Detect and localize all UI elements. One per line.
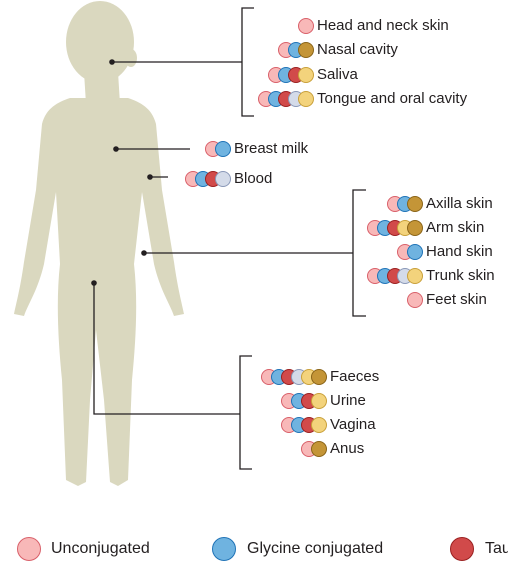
breast-marker	[113, 146, 119, 152]
conjugate-markers	[281, 417, 327, 433]
site-label: Axilla skin	[426, 195, 493, 213]
site-label: Urine	[330, 392, 366, 410]
legend-swatch-u	[17, 537, 41, 561]
site-label: Arm skin	[426, 219, 484, 237]
conjugate-markers	[407, 292, 423, 308]
conjugate-markers	[258, 91, 314, 107]
legend-label: Unconjugated	[51, 539, 150, 559]
conjugate-dot-y	[298, 91, 314, 107]
legend-swatch-t	[450, 537, 474, 561]
site-label: Nasal cavity	[317, 41, 398, 59]
conjugate-dot-g	[407, 244, 423, 260]
conjugate-dot-l	[215, 171, 231, 187]
conjugate-dot-u	[298, 18, 314, 34]
conjugate-dot-b	[311, 441, 327, 457]
conjugate-markers	[261, 369, 327, 385]
head-bracket	[242, 8, 254, 116]
conjugate-markers	[298, 18, 314, 34]
conjugate-markers	[301, 441, 327, 457]
human-silhouette	[14, 1, 184, 486]
skin-marker	[141, 250, 147, 256]
conjugate-markers	[205, 141, 231, 157]
conjugate-dot-u	[407, 292, 423, 308]
legend-label: Glycine conjugated	[247, 539, 383, 559]
site-label: Hand skin	[426, 243, 493, 261]
conjugate-markers	[367, 220, 423, 236]
conjugate-dot-y	[298, 67, 314, 83]
site-label: Blood	[234, 170, 272, 188]
site-label: Feet skin	[426, 291, 487, 309]
legend-swatch-g	[212, 537, 236, 561]
lower-marker	[91, 280, 97, 286]
conjugate-markers	[185, 171, 231, 187]
site-label: Saliva	[317, 66, 358, 84]
conjugate-dot-b	[311, 369, 327, 385]
conjugate-dot-y	[407, 268, 423, 284]
conjugate-dot-b	[407, 196, 423, 212]
site-label: Anus	[330, 440, 364, 458]
site-label: Trunk skin	[426, 267, 495, 285]
conjugate-markers	[367, 268, 423, 284]
blood-marker	[147, 174, 153, 180]
conjugate-markers	[387, 196, 423, 212]
conjugate-dot-y	[311, 393, 327, 409]
site-label: Breast milk	[234, 140, 308, 158]
conjugate-dot-y	[311, 417, 327, 433]
conjugate-markers	[278, 42, 314, 58]
lower-bracket	[240, 356, 252, 469]
site-label: Tongue and oral cavity	[317, 90, 467, 108]
site-label: Vagina	[330, 416, 376, 434]
conjugate-markers	[397, 244, 423, 260]
conjugate-dot-g	[215, 141, 231, 157]
conjugate-markers	[268, 67, 314, 83]
conjugate-dot-b	[407, 220, 423, 236]
skin-bracket	[353, 190, 366, 316]
site-label: Head and neck skin	[317, 17, 449, 35]
head-marker	[109, 59, 115, 65]
site-label: Faeces	[330, 368, 379, 386]
conjugate-dot-b	[298, 42, 314, 58]
conjugate-markers	[281, 393, 327, 409]
legend-label: Tau	[485, 539, 508, 559]
